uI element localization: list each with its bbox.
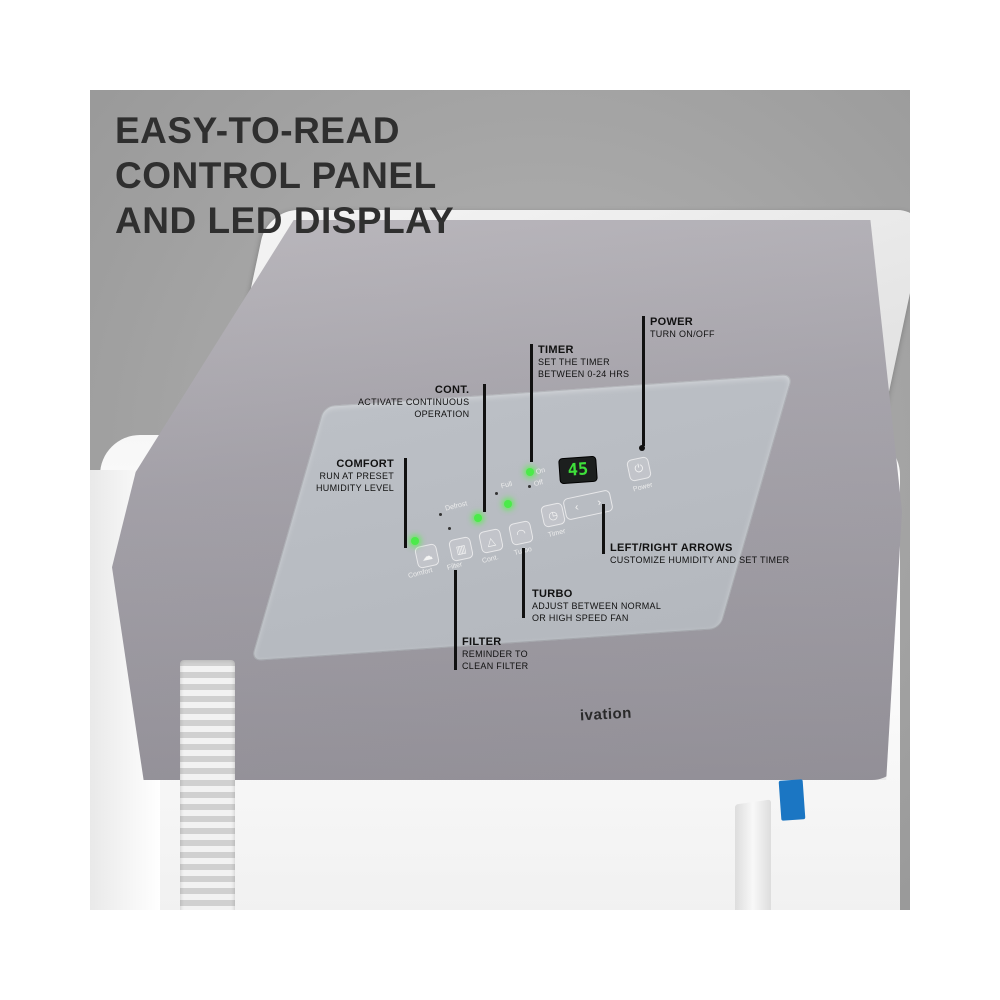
turbo-button[interactable]: ◠ [507,519,535,547]
headline-line-3: AND LED DISPLAY [115,200,455,241]
callout-power: POWER TURN ON/OFF [650,316,715,340]
brand-logo: ivation [579,704,633,725]
headline-line-2: CONTROL PANEL [115,155,437,196]
dehumidifier-top [112,220,902,780]
callout-timer-desc: SET THE TIMER BETWEEN 0-24 HRS [538,357,630,379]
arrows-leader-line [602,504,605,554]
filter-leader-line [454,570,457,670]
timer-button[interactable]: ◷ [539,501,567,529]
water-level-window [735,799,771,910]
callout-cont-title: CONT. [434,384,470,396]
power-leader-line [642,316,645,446]
chevron-left-icon[interactable]: ‹ [573,501,580,514]
clock-icon: ◷ [547,508,560,523]
defrost-indicator [439,513,442,516]
filter-icon: ▥ [454,542,468,557]
filter-button[interactable]: ▥ [447,535,475,563]
callout-turbo-desc: ADJUST BETWEEN NORMAL OR HIGH SPEED FAN [532,601,662,623]
power-icon: ⏻ [633,461,645,476]
callout-comfort-desc: RUN AT PRESET HUMIDITY LEVEL [316,471,395,493]
control-panel [250,373,794,662]
off-indicator [528,485,531,488]
timer-on-indicator-led [526,468,534,476]
callout-filter-desc: REMINDER TO CLEAN FILTER [462,649,529,671]
callout-turbo: TURBO ADJUST BETWEEN NORMAL OR HIGH SPEE… [532,588,661,624]
power-button[interactable]: ⏻ [625,455,653,483]
fan-icon: ◠ [515,526,528,541]
headline-line-1: EASY-TO-READ [115,110,400,151]
full-indicator [495,492,498,495]
callout-turbo-title: TURBO [532,588,573,600]
callout-timer: TIMER SET THE TIMER BETWEEN 0-24 HRS [538,344,629,380]
turbo-indicator-led [504,500,512,508]
cont-button[interactable]: △ [477,527,505,555]
callout-power-title: POWER [650,316,694,328]
callout-cont: CONT. ACTIVATE CONTINUOUS OPERATION [358,384,469,420]
headline: EASY-TO-READ CONTROL PANEL AND LED DISPL… [115,108,454,243]
comfort-button[interactable]: ☁ [413,542,441,570]
led-display: 45 [559,456,597,484]
energy-star-icon [778,779,806,821]
callout-filter-title: FILTER [462,636,502,648]
timer-leader-line [530,344,533,462]
turbo-leader-line [522,548,525,618]
air-vent [180,660,235,910]
water-drop-icon: △ [485,534,497,549]
product-image: 45 ☁ Comfort ▥ Filter △ Cont. ◠ Turbo ◷ … [90,90,910,910]
callout-comfort: COMFORT RUN AT PRESET HUMIDITY LEVEL [316,458,394,494]
power-leader-dot [639,445,645,451]
comfort-leader-line [404,458,407,548]
cont-leader-line [483,384,486,512]
callout-arrows: LEFT/RIGHT ARROWS CUSTOMIZE HUMIDITY AND… [610,542,789,566]
callout-timer-title: TIMER [538,344,574,356]
cont-indicator-led [474,514,482,522]
comfort-indicator-led [411,537,419,545]
defrost-dot-2 [448,527,451,530]
callout-power-desc: TURN ON/OFF [650,329,715,339]
callout-cont-desc: ACTIVATE CONTINUOUS OPERATION [358,397,470,419]
callout-comfort-title: COMFORT [336,458,395,470]
callout-filter: FILTER REMINDER TO CLEAN FILTER [462,636,528,672]
comfort-icon: ☁ [420,549,434,564]
callout-arrows-title: LEFT/RIGHT ARROWS [610,542,733,554]
callout-arrows-desc: CUSTOMIZE HUMIDITY AND SET TIMER [610,555,790,565]
